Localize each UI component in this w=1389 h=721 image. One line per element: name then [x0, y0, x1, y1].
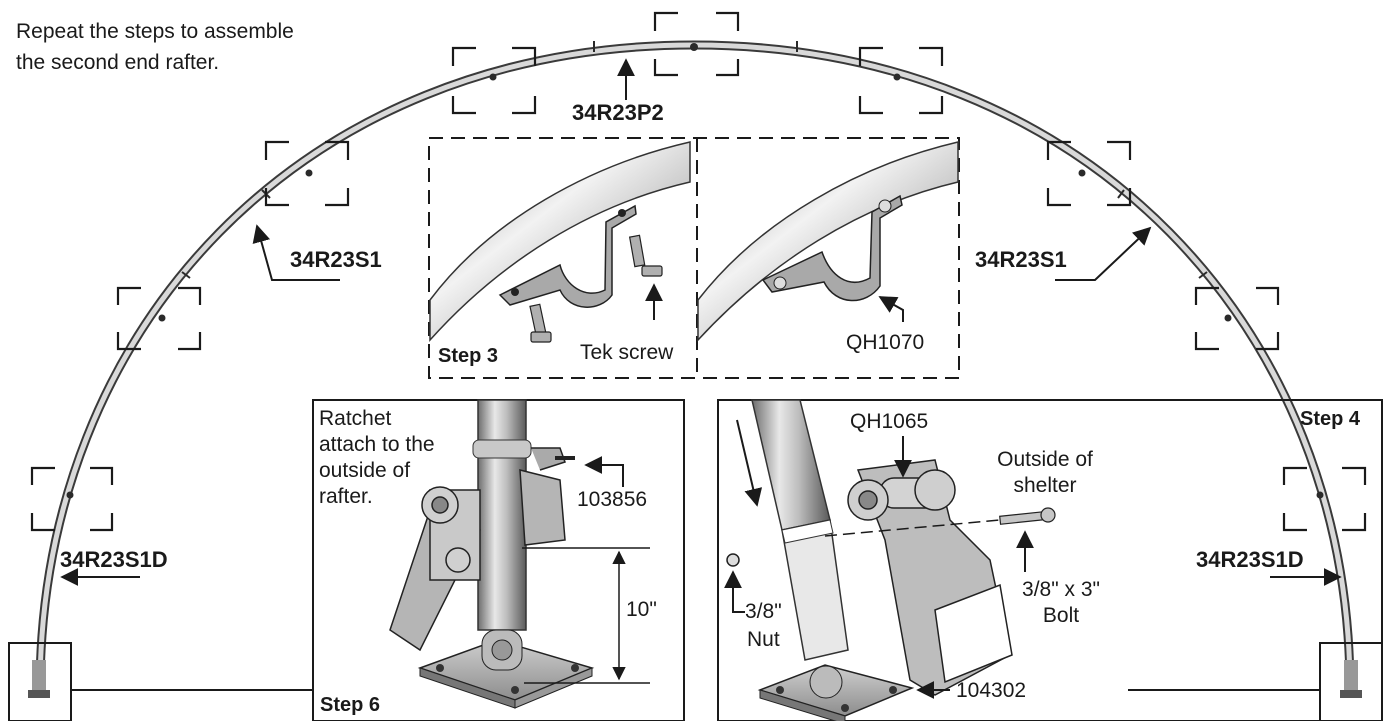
height-dimension: 10" — [626, 598, 657, 621]
tek-screw-label: Tek screw — [580, 341, 674, 364]
part-label-base-right: 34R23S1D — [1196, 547, 1304, 572]
ratchet-part-label: QH1065 — [850, 410, 929, 433]
outside-line: Outside of — [997, 448, 1093, 471]
step4-title: Step 4 — [1300, 408, 1361, 430]
step6-note-line: Ratchet — [319, 407, 392, 430]
step4-panel — [717, 399, 1383, 721]
step6-panel — [312, 399, 685, 721]
pin-part-label: 103856 — [577, 488, 648, 511]
nut-line: 3/8" — [745, 600, 782, 623]
bolt-line: 3/8" x 3" — [1022, 578, 1100, 601]
step6-note-line: attach to the — [319, 433, 435, 456]
base-part-label: 104302 — [956, 679, 1027, 702]
clamp-part-label: QH1070 — [846, 331, 925, 354]
part-label-side-right: 34R23S1 — [975, 247, 1067, 272]
step6-note-line: outside of — [319, 459, 411, 482]
intro-line-2: the second end rafter. — [16, 51, 220, 74]
rafter-arch — [35, 40, 1355, 691]
nut-line: Nut — [747, 628, 780, 651]
intro-line-1: Repeat the steps to assemble — [16, 20, 294, 43]
focus-brackets — [30, 11, 1367, 532]
bolt-line: Bolt — [1042, 604, 1080, 627]
base-feet — [28, 660, 1362, 698]
outside-line: shelter — [1013, 474, 1077, 497]
step6-title: Step 6 — [320, 694, 381, 716]
step6-note-line: rafter. — [319, 485, 373, 508]
step3-title: Step 3 — [438, 345, 499, 367]
base-boxes — [8, 642, 1383, 721]
bolt-label: 3/8" x 3" Bolt — [1006, 577, 1116, 629]
step3-panel — [428, 137, 960, 379]
part-label-peak: 34R23P2 — [572, 100, 664, 125]
part-label-base-left: 34R23S1D — [60, 547, 168, 572]
step6-note: Ratchet attach to the outside of rafter. — [319, 406, 435, 510]
nut-label: 3/8" Nut — [745, 598, 782, 654]
part-label-side-left: 34R23S1 — [290, 247, 382, 272]
outside-shelter-label: Outside of shelter — [975, 447, 1115, 499]
part-arrows — [60, 58, 1342, 586]
